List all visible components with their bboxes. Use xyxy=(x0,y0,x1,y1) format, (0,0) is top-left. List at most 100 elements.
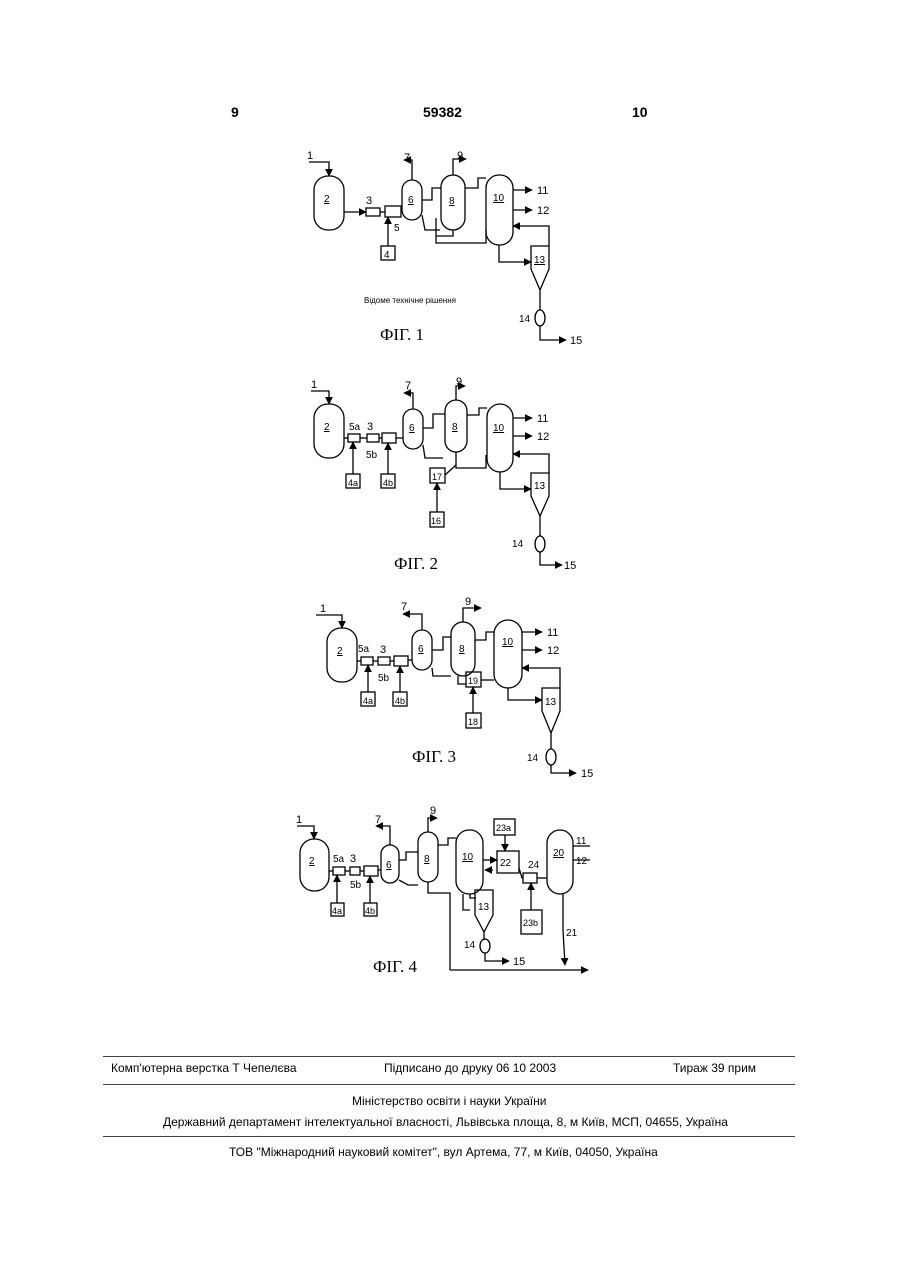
fig1-caption: ФІГ. 1 xyxy=(380,325,424,344)
fig3-label-13: 13 xyxy=(545,697,557,708)
fig3-label-5a: 5a xyxy=(358,644,370,655)
footer-layout-credit: Комп'ютерна верстка Т Чепелєва xyxy=(111,1061,297,1075)
fig2-valve-14 xyxy=(535,536,545,552)
fig1-label-13: 13 xyxy=(534,255,546,266)
footer-print-run: Тираж 39 прим xyxy=(673,1061,756,1075)
fig3-mixer-5b xyxy=(394,656,408,666)
fig2-label-5a: 5a xyxy=(349,422,361,433)
footer-department: Державний департамент інтелектуальної вл… xyxy=(163,1115,728,1129)
fig4-label-7: 7 xyxy=(375,814,381,826)
fig3-label-10: 10 xyxy=(502,637,514,648)
fig1-label-10: 10 xyxy=(493,193,505,204)
footer-ministry: Міністерство освіти і науки України xyxy=(352,1094,546,1108)
fig1-label-5: 5 xyxy=(394,223,400,234)
fig4-label-3: 3 xyxy=(350,853,356,865)
fig1-label-14: 14 xyxy=(519,314,531,325)
fig2-label-12: 12 xyxy=(537,431,549,443)
fig3-label-14: 14 xyxy=(527,753,539,764)
fig1-label-7: 7 xyxy=(404,152,410,164)
figure-1 xyxy=(309,159,566,340)
fig4-label-5b: 5b xyxy=(350,880,362,891)
fig1-label-6: 6 xyxy=(408,195,414,206)
fig4-label-23b: 23b xyxy=(523,918,538,928)
fig1-cyclone-13 xyxy=(531,246,549,290)
fig4-label-5a: 5a xyxy=(333,854,345,865)
fig2-label-16: 16 xyxy=(431,516,441,526)
fig3-label-8: 8 xyxy=(459,644,465,655)
fig2-label-15: 15 xyxy=(564,560,576,572)
fig1-mixer-5 xyxy=(385,206,401,217)
fig1-label-11: 11 xyxy=(537,185,548,197)
fig4-label-14: 14 xyxy=(464,940,476,951)
figure-4 xyxy=(297,818,590,970)
fig3-label-9: 9 xyxy=(465,596,471,608)
fig2-label-2: 2 xyxy=(324,422,330,433)
fig3-cyclone-13 xyxy=(542,688,560,733)
fig4-label-4b: 4b xyxy=(365,906,375,916)
fig4-label-9: 9 xyxy=(430,805,436,817)
fig2-cyclone-13 xyxy=(531,473,549,516)
fig1-label-12: 12 xyxy=(537,205,549,217)
fig4-label-6: 6 xyxy=(386,860,392,871)
fig4-label-4a: 4a xyxy=(332,906,342,916)
fig3-caption: ФІГ. 3 xyxy=(412,747,456,766)
fig3-label-15: 15 xyxy=(581,768,593,780)
fig4-label-10: 10 xyxy=(462,852,474,863)
fig2-label-13: 13 xyxy=(534,481,546,492)
fig4-valve-14 xyxy=(480,939,490,953)
fig2-label-1: 1 xyxy=(311,379,317,391)
fig4-label-20: 20 xyxy=(553,848,565,859)
fig3-label-2: 2 xyxy=(337,646,343,657)
fig2-label-17: 17 xyxy=(432,472,442,482)
fig3-column-10 xyxy=(494,620,522,688)
fig3-mixer-5a xyxy=(361,657,373,665)
fig4-unit-3 xyxy=(350,867,360,875)
fig2-column-10 xyxy=(487,404,513,472)
fig2-label-9: 9 xyxy=(456,376,462,388)
fig2-label-6: 6 xyxy=(409,423,415,434)
fig3-unit-3 xyxy=(378,657,390,665)
fig3-label-7: 7 xyxy=(401,601,407,613)
fig1-note: Відоме технічне рішення xyxy=(364,296,456,305)
fig4-mixer-5a xyxy=(333,867,345,875)
fig1-label-8: 8 xyxy=(449,196,455,207)
fig4-label-2: 2 xyxy=(309,856,315,867)
fig3-label-11: 11 xyxy=(547,627,558,639)
fig1-unit-3 xyxy=(366,208,380,216)
fig4-label-24: 24 xyxy=(528,860,540,871)
footer-rule-top xyxy=(103,1056,795,1057)
fig4-mixer-24 xyxy=(523,873,537,883)
fig4-label-13: 13 xyxy=(478,902,490,913)
fig1-valve-14 xyxy=(535,310,545,326)
fig4-label-21: 21 xyxy=(566,928,578,939)
fig2-label-5b: 5b xyxy=(366,450,378,461)
fig4-label-11: 11 xyxy=(576,836,587,847)
fig1-label-3: 3 xyxy=(366,195,372,207)
fig2-mixer-5b xyxy=(382,433,396,443)
fig1-label-9: 9 xyxy=(457,150,463,162)
footer-signed-date: Підписано до друку 06 10 2003 xyxy=(384,1061,556,1075)
fig4-label-8: 8 xyxy=(424,854,430,865)
footer-rule-middle xyxy=(103,1084,795,1085)
fig3-label-3: 3 xyxy=(380,644,386,656)
fig4-column-20 xyxy=(547,830,573,894)
fig1-label-1: 1 xyxy=(307,150,313,162)
fig4-label-15: 15 xyxy=(513,956,525,968)
fig2-caption: ФІГ. 2 xyxy=(394,554,438,573)
fig2-label-4b: 4b xyxy=(383,478,393,488)
fig4-label-22: 22 xyxy=(500,858,512,869)
fig2-mixer-5a xyxy=(348,434,360,442)
fig3-label-19: 19 xyxy=(468,676,478,686)
fig2-label-14: 14 xyxy=(512,539,524,550)
fig3-label-6: 6 xyxy=(418,644,424,655)
fig4-mixer-5b xyxy=(364,866,378,876)
fig1-column-10 xyxy=(486,175,513,245)
fig3-label-5b: 5b xyxy=(378,673,390,684)
fig2-label-10: 10 xyxy=(493,423,505,434)
fig2-label-4a: 4a xyxy=(348,478,358,488)
fig3-label-12: 12 xyxy=(547,645,559,657)
fig4-label-12: 12 xyxy=(576,856,588,867)
fig1-label-4: 4 xyxy=(384,250,390,261)
fig4-label-23a: 23a xyxy=(496,823,511,833)
